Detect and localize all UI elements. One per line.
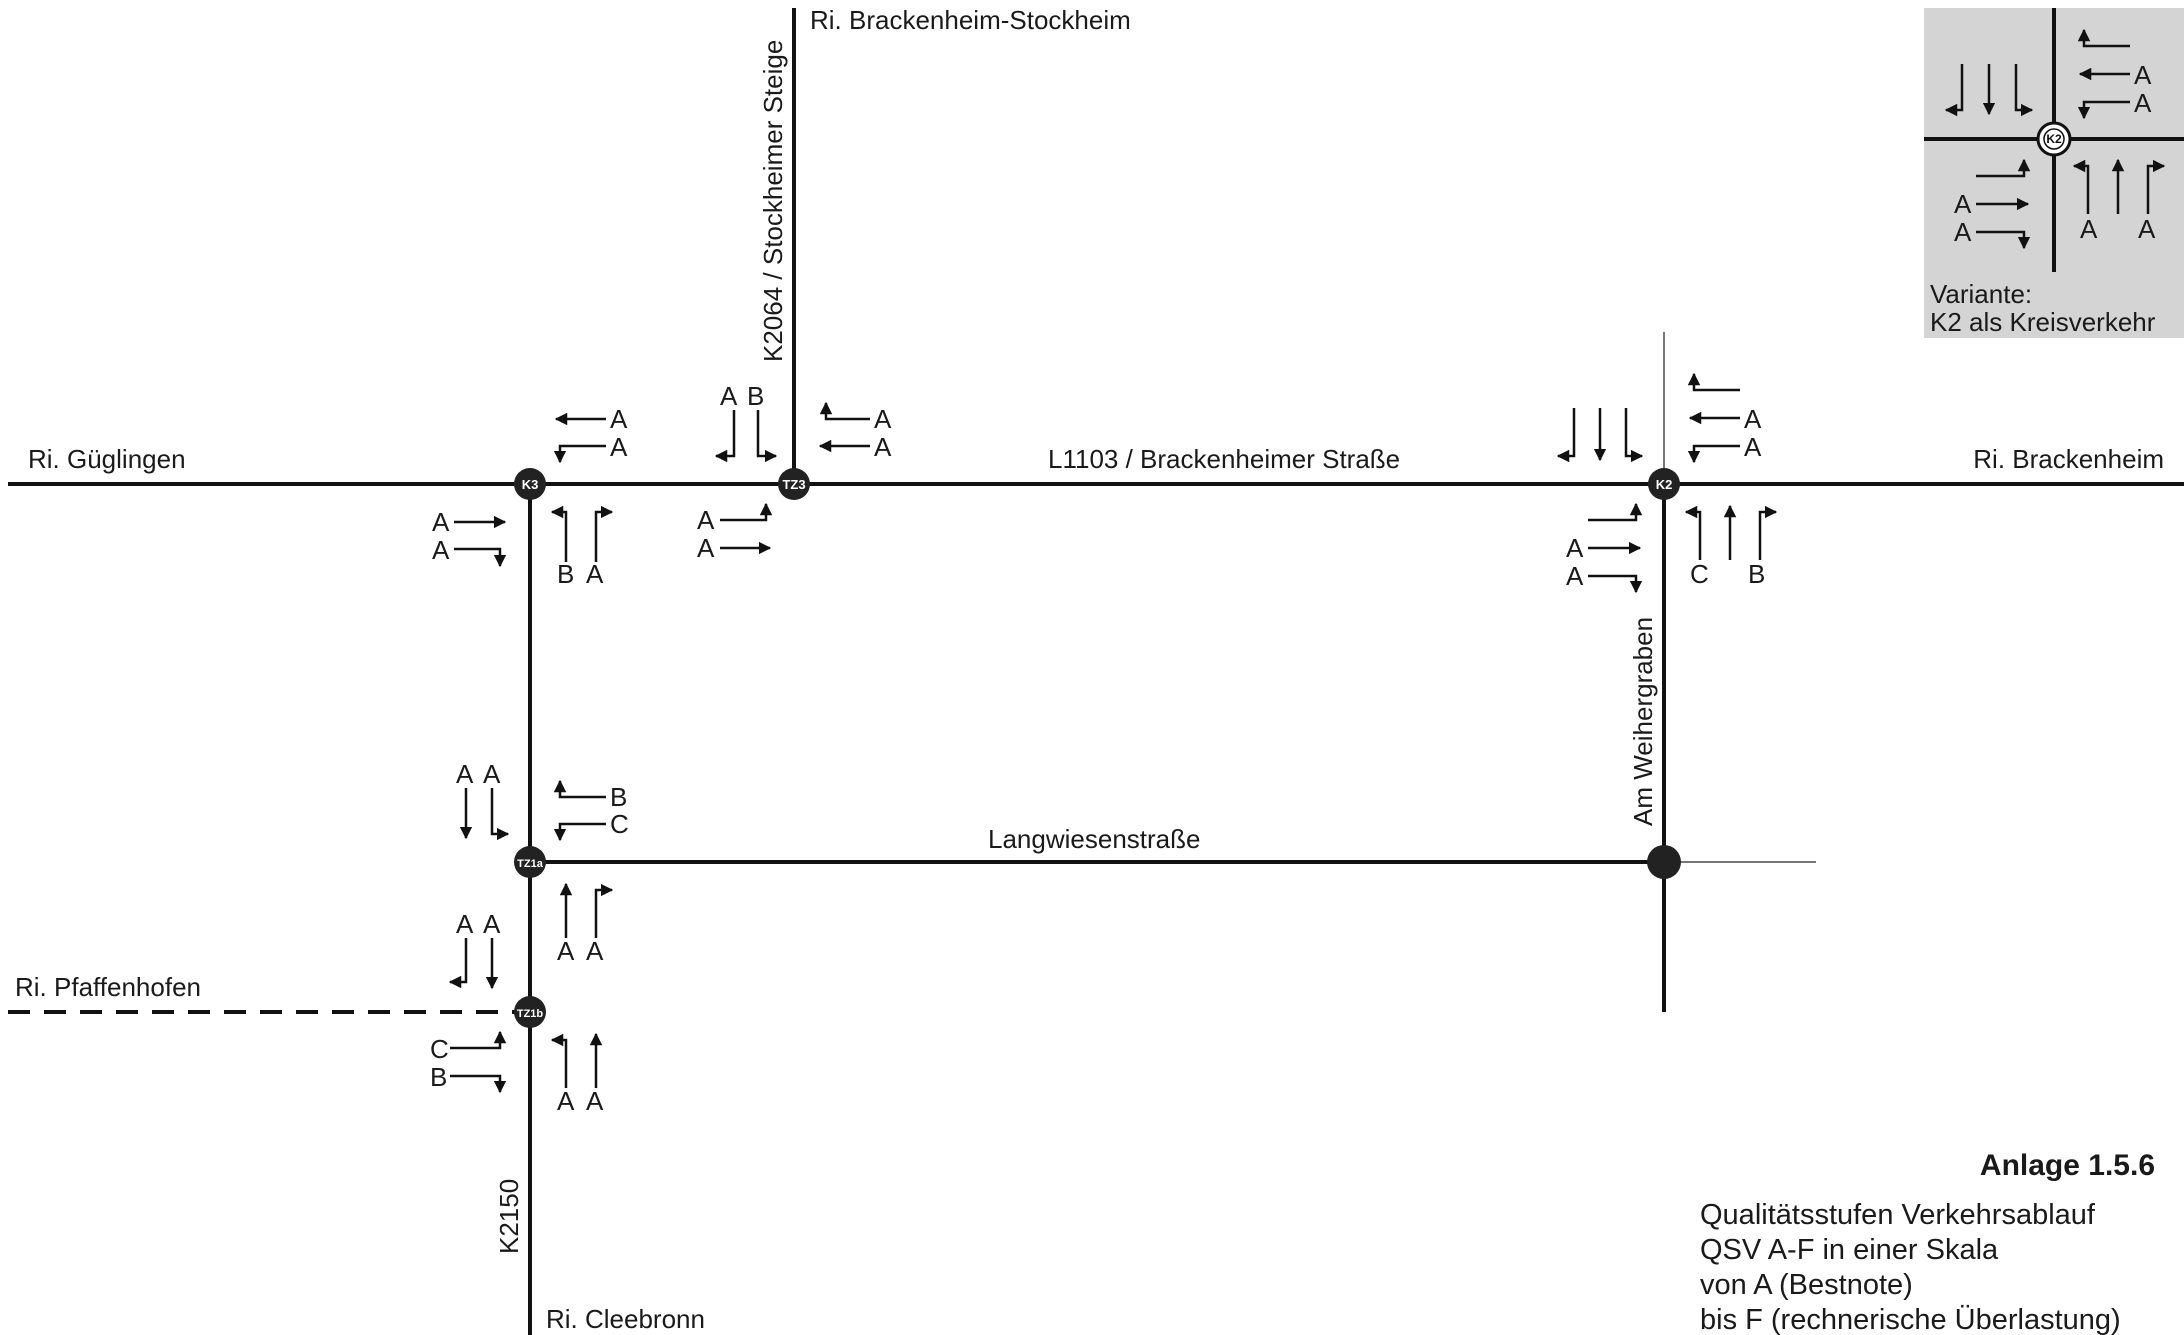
direction-pfaffenhofen: Ri. Pfaffenhofen [15, 972, 201, 1002]
legend: Anlage 1.5.6 Qualitätsstufen Verkehrsabl… [1700, 1149, 2155, 1335]
variant-rating-east-2: A [2134, 88, 2152, 118]
node-tz1b-label: TZ1b [517, 1008, 544, 1020]
legend-line-2: QSV A-F in einer Skala [1700, 1234, 1999, 1266]
legend-line-4: bis F (rechnerische Überlastung) [1700, 1304, 2121, 1335]
rating-tz3-north-1: A [720, 381, 738, 411]
intersection-k3-arrows [454, 412, 614, 568]
intersection-tz3-arrows [714, 401, 870, 555]
variant-rating-west-2: A [1954, 217, 1972, 247]
legend-line-3: von A (Bestnote) [1700, 1269, 1913, 1301]
rating-k3-west-1: A [432, 507, 450, 537]
node-unnamed-junction[interactable] [1647, 845, 1681, 879]
intersection-tz1b-arrows [448, 938, 603, 1094]
legend-title: Anlage 1.5.6 [1980, 1149, 2155, 1182]
rating-tz1b-south-1: A [557, 1086, 575, 1116]
direction-brackenheim: Ri. Brackenheim [1973, 444, 2164, 474]
street-langwiesenstrasse: Langwiesenstraße [988, 824, 1200, 854]
node-tz3[interactable]: TZ3 [778, 468, 810, 500]
node-k2-label: K2 [1656, 477, 1673, 492]
intersection-tz1a-arrows [459, 779, 614, 938]
rating-tz1a-south-2: A [586, 936, 604, 966]
rating-k3-east-1: A [610, 404, 628, 434]
rating-tz1a-north-2: A [483, 759, 501, 789]
variant-label-line2: K2 als Kreisverkehr [1930, 307, 2156, 337]
direction-cleebronn: Ri. Cleebronn [546, 1304, 705, 1334]
variant-inset: K2 A A A A A A Variante: K2 als Kreisver… [1924, 8, 2184, 338]
variant-rating-east-1: A [2134, 60, 2152, 90]
roads [8, 8, 2184, 1335]
direction-brackenheim-stockheim: Ri. Brackenheim-Stockheim [810, 5, 1131, 35]
rating-k2-south-1: C [1690, 559, 1709, 589]
rating-tz3-west-2: A [697, 533, 715, 563]
rating-k2-west-2: A [1566, 561, 1584, 591]
variant-label-line1: Variante: [1930, 279, 2032, 309]
rating-tz1b-west-1: C [430, 1034, 449, 1064]
legend-line-1: Qualitätsstufen Verkehrsablauf [1700, 1199, 2096, 1231]
rating-k3-east-2: A [610, 432, 628, 462]
rating-tz3-north-2: B [747, 381, 764, 411]
rating-tz1a-east-2: C [610, 809, 629, 839]
street-l1103: L1103 / Brackenheimer Straße [1048, 444, 1400, 474]
variant-node-k2-label: K2 [2046, 132, 2062, 146]
node-tz1a[interactable]: TZ1a [514, 846, 546, 878]
rating-k2-east-2: A [1744, 432, 1762, 462]
rating-tz1a-east-1: B [610, 782, 627, 812]
variant-rating-south-1: A [2080, 214, 2098, 244]
variant-arrows [1944, 28, 2166, 250]
street-k2150: K2150 [494, 1179, 524, 1254]
rating-tz1b-north-2: A [483, 909, 501, 939]
rating-k2-west-1: A [1566, 533, 1584, 563]
direction-gueglingen: Ri. Güglingen [28, 444, 186, 474]
variant-rating-west-1: A [1954, 189, 1972, 219]
intersection-k2-arrows [1556, 372, 1778, 594]
node-k3-label: K3 [522, 477, 539, 492]
variant-rating-south-2: A [2138, 214, 2156, 244]
node-tz3-label: TZ3 [782, 477, 805, 492]
rating-k2-east-1: A [1744, 404, 1762, 434]
rating-tz3-east-2: A [874, 432, 892, 462]
rating-tz1b-north-1: A [456, 909, 474, 939]
rating-tz1b-west-2: B [430, 1062, 447, 1092]
rating-tz1b-south-2: A [586, 1086, 604, 1116]
rating-tz1a-south-1: A [557, 936, 575, 966]
node-tz1b[interactable]: TZ1b [514, 996, 546, 1028]
street-k2064: K2064 / Stockheimer Steige [758, 40, 788, 362]
rating-k3-south-2: A [586, 559, 604, 589]
rating-tz3-west-1: A [697, 505, 715, 535]
street-am-weihergraben: Am Weihergraben [1628, 617, 1658, 826]
rating-tz3-east-1: A [874, 404, 892, 434]
node-k3[interactable]: K3 [514, 468, 546, 500]
rating-k3-west-2: A [432, 535, 450, 565]
rating-k2-south-2: B [1748, 559, 1765, 589]
rating-k3-south-1: B [557, 559, 574, 589]
rating-tz1a-north-1: A [456, 759, 474, 789]
node-tz1a-label: TZ1a [517, 858, 544, 870]
variant-node-k2[interactable]: K2 [2036, 121, 2072, 157]
node-k2[interactable]: K2 [1648, 468, 1680, 500]
